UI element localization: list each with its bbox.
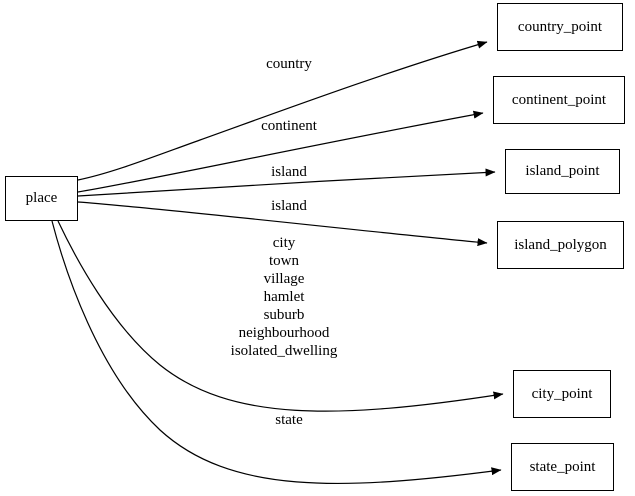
graph-edge-place-to-country_point [77,40,488,181]
node-country_point[interactable]: country_point [497,3,623,51]
node-city_point[interactable]: city_point [513,370,611,418]
node-label-city_point: city_point [531,385,593,402]
edge-label-place-to-country_point: country [266,56,312,72]
node-label-continent_point: continent_point [511,91,607,108]
graph-edge-place-to-island_point [77,168,496,197]
node-place[interactable]: place [5,176,78,221]
edge-label-place-to-state_point: state [275,412,303,428]
graph-edge-place-to-city_point [57,220,504,412]
graph-edge-place-to-state_point [51,220,502,485]
node-label-island_polygon: island_polygon [514,236,607,253]
node-label-place: place [25,190,58,206]
graph-edge-place-to-continent_point [77,110,484,193]
node-label-country_point: country_point [517,18,603,35]
node-label-island_point: island_point [525,163,600,179]
node-island_polygon[interactable]: island_polygon [497,221,624,269]
node-continent_point[interactable]: continent_point [493,76,625,124]
edge-label-place-to-island_polygon: island [271,198,307,214]
edge-label-place-to-continent_point: continent [261,118,317,134]
graph-edge-place-to-island_polygon [77,201,488,247]
node-state_point[interactable]: state_point [511,443,614,491]
edge-label-place-to-city_point: city town village hamlet suburb neighbou… [230,235,338,359]
node-label-state_point: state_point [529,458,596,475]
node-island_point[interactable]: island_point [505,149,620,194]
edge-label-place-to-island_point: island [271,164,307,180]
